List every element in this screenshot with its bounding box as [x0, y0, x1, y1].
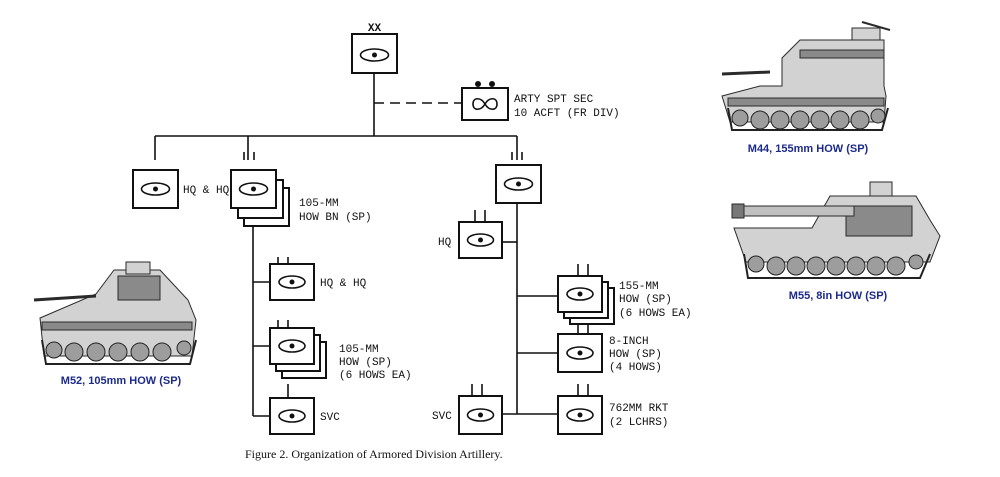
bn-hq-hq-label: HQ & HQ — [320, 278, 367, 290]
svc-right-box: SVC — [432, 395, 503, 435]
arty-spt-line2: 10 ACFT (FR DIV) — [514, 108, 620, 120]
battery-8in-box: 8-INCH HOW (SP) (4 HOWS) — [557, 333, 662, 374]
arty-spt-line1: ARTY SPT SEC — [514, 94, 594, 106]
battery-8in-line1: 8-INCH — [609, 336, 649, 348]
division-artillery-box: XX — [351, 23, 398, 74]
battery-155-line3: (6 HOWS EA) — [619, 308, 692, 320]
m44-vehicle-image — [721, 21, 891, 131]
battery-8in-line2: HOW (SP) — [609, 349, 662, 361]
hq-right-box: HQ — [438, 221, 503, 259]
how-bn-105-line2: HOW BN (SP) — [299, 212, 372, 224]
battery-105-box: 105-MM HOW (SP) (6 HOWS EA) — [269, 327, 412, 382]
m55-vehicle-image — [731, 181, 941, 279]
m52-caption: M52, 105mm HOW (SP) — [61, 375, 182, 387]
arty-spt-sec-box: ARTY SPT SEC 10 ACFT (FR DIV) — [461, 81, 620, 121]
rkt-762-box: 762MM RKT (2 LCHRS) — [557, 395, 669, 435]
hq-hq-top-box: HQ & HQ — [132, 169, 230, 209]
battery-105-line3: (6 HOWS EA) — [339, 370, 412, 382]
svc-left-label: SVC — [320, 412, 340, 424]
bn-hq-hq-box: HQ & HQ — [269, 263, 367, 301]
m55-caption: M55, 8in HOW (SP) — [789, 290, 888, 302]
svc-left-box: SVC — [269, 397, 340, 435]
battery-155-line2: HOW (SP) — [619, 294, 672, 306]
battery-105-line1: 105-MM — [339, 344, 379, 356]
battery-155-box: 155-MM HOW (SP) (6 HOWS EA) — [557, 275, 692, 325]
svc-right-label: SVC — [432, 411, 452, 423]
m44-caption: M44, 155mm HOW (SP) — [748, 143, 869, 155]
connector-lines — [154, 73, 589, 417]
m52-vehicle-image — [33, 261, 197, 365]
battery-155-line1: 155-MM — [619, 281, 659, 293]
battery-105-line2: HOW (SP) — [339, 357, 392, 369]
how-bn-105-line1: 105-MM — [299, 198, 339, 210]
aviation-symbol-icon — [472, 97, 498, 111]
hq-right-label: HQ — [438, 237, 452, 249]
how-bn-105-box: 105-MM HOW BN (SP) — [230, 169, 372, 227]
figure-caption: Figure 2. Organization of Armored Divisi… — [245, 447, 503, 461]
rkt-762-line1: 762MM RKT — [609, 403, 669, 415]
right-bn-box — [495, 164, 542, 204]
echelon-mark: XX — [368, 23, 382, 35]
rkt-762-line2: (2 LCHRS) — [609, 417, 668, 429]
hq-hq-top-label: HQ & HQ — [183, 185, 230, 197]
battery-8in-line3: (4 HOWS) — [609, 362, 662, 374]
